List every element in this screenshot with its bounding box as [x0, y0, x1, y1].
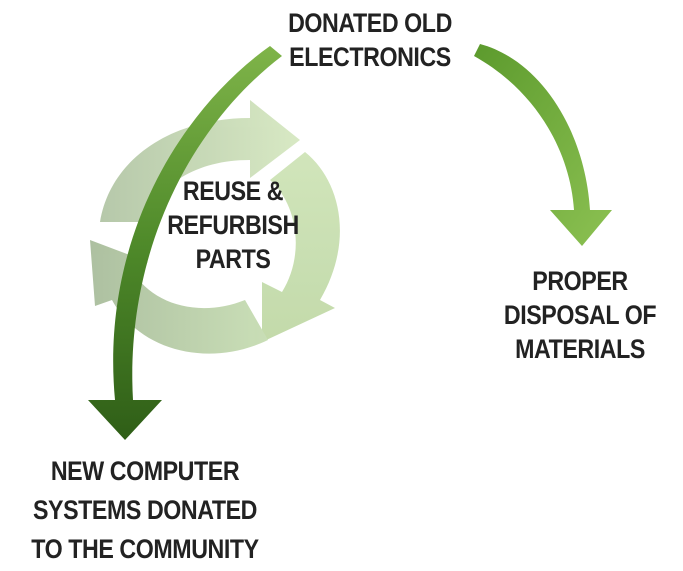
proper-line-2: DISPOSAL OF — [503, 300, 657, 330]
new-line-3: TO THE COMMUNITY — [31, 534, 259, 564]
reuse-line-3: PARTS — [195, 244, 271, 274]
curved-arrow-down-right-icon — [474, 44, 612, 246]
curved-arrow-down-left-icon — [88, 46, 282, 440]
proper-disposal-label: PROPER DISPOSAL OF MATERIALS — [485, 264, 674, 366]
proper-line-3: MATERIALS — [515, 334, 645, 364]
cycle-arrow-right — [262, 152, 340, 342]
new-computer-systems-label: NEW COMPUTER SYSTEMS DONATED TO THE COMM… — [20, 452, 269, 569]
reuse-line-1: REUSE & — [182, 176, 284, 206]
reuse-line-2: REFURBISH — [167, 210, 299, 240]
cycle-arrow-top — [100, 100, 300, 222]
donated-old-electronics-label: DONATED OLD ELECTRONICS — [224, 6, 516, 74]
donated-line-1: DONATED OLD — [288, 8, 452, 38]
new-line-2: SYSTEMS DONATED — [32, 495, 258, 525]
reuse-refurbish-parts-label: REUSE & REFURBISH PARTS — [134, 174, 332, 276]
donated-line-2: ELECTRONICS — [289, 42, 451, 72]
proper-line-1: PROPER — [532, 266, 628, 296]
new-line-1: NEW COMPUTER — [50, 456, 240, 486]
